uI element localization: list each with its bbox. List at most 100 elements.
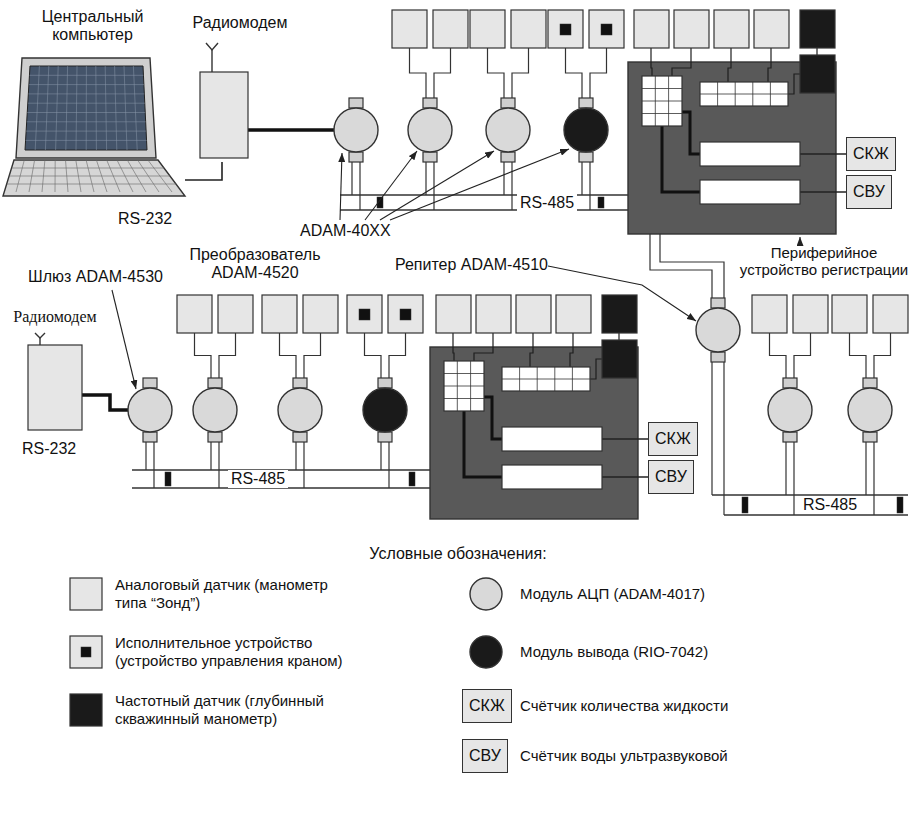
node-text: СКЖ — [853, 145, 889, 163]
keyboard-col — [96, 160, 107, 192]
sensor-wire — [410, 48, 427, 98]
keyboard-col — [117, 160, 133, 192]
screen-grid — [28, 103, 145, 104]
sensor-wire — [590, 48, 607, 98]
analog-sensor — [392, 10, 427, 48]
sensor-wire — [389, 333, 406, 378]
leader-line — [365, 151, 417, 220]
adc-module — [334, 108, 378, 152]
bus-tap — [793, 442, 794, 515]
counter-cable — [602, 476, 648, 477]
screen-grid — [28, 93, 144, 94]
legend-sample — [70, 578, 102, 610]
terminator-resistor — [598, 197, 604, 208]
counter-cable — [800, 153, 846, 154]
module-terminal — [143, 378, 157, 388]
bus-tap — [153, 442, 154, 488]
leader-line — [799, 237, 800, 242]
sensor-wire — [672, 48, 691, 76]
module-terminal — [208, 378, 222, 388]
module-terminal — [293, 432, 307, 442]
sensor-wire — [570, 333, 573, 367]
adc-module — [768, 388, 812, 432]
sensor-wire — [488, 48, 505, 98]
legend-counter-sample: СКЖ — [462, 689, 512, 723]
internal-cable — [662, 126, 700, 192]
bus-tap — [388, 442, 389, 488]
module-terminal — [349, 98, 363, 108]
liquid-counter: СКЖ — [648, 422, 698, 456]
analog-sensor — [634, 10, 669, 48]
bus-tap — [303, 442, 304, 488]
keypad — [642, 76, 682, 126]
sensor-wire — [768, 48, 771, 82]
sensor-wire — [566, 48, 583, 98]
module-terminal — [579, 98, 593, 108]
analog-sensor — [752, 295, 787, 333]
rs232-link — [185, 162, 222, 180]
actuator — [388, 295, 423, 333]
node-text: Радиомодем — [190, 14, 290, 32]
keypad-grid — [444, 386, 484, 387]
legend-swatch — [70, 636, 102, 668]
repeater-link — [711, 362, 712, 495]
sensor-wire — [794, 333, 811, 378]
output-module — [564, 108, 608, 152]
keypad-grid — [642, 113, 682, 114]
legend-swatch-mark — [81, 647, 91, 657]
screen-grid — [29, 75, 143, 76]
bus-tap — [218, 442, 219, 488]
internal-cable — [464, 411, 502, 477]
rs485-bus — [340, 209, 628, 210]
module-terminal — [783, 432, 797, 442]
node-text: СВУ — [469, 747, 501, 765]
module-terminal — [711, 352, 725, 362]
analog-sensor — [516, 295, 551, 333]
terminator-resistor — [742, 497, 748, 513]
screen-grid — [56, 66, 59, 150]
adc-module — [408, 108, 452, 152]
adc-module — [278, 388, 322, 432]
bus-tap — [589, 162, 590, 210]
interface-block — [700, 142, 800, 166]
repeater-link — [660, 234, 724, 298]
screen-grid — [27, 121, 146, 122]
keyboard-col — [127, 160, 146, 192]
sensor-wire — [474, 333, 493, 361]
keyboard-col — [86, 160, 94, 192]
rs232-cable — [248, 128, 334, 132]
screen-grid — [105, 66, 106, 150]
liquid-counter: СКЖ — [846, 137, 896, 171]
analog-sensor — [714, 10, 749, 48]
analog-sensor — [832, 295, 867, 333]
node-text: СВУ — [655, 468, 687, 486]
module-terminal — [378, 378, 392, 388]
display — [700, 82, 788, 106]
analog-sensor — [754, 10, 789, 48]
legend-text: Модуль вывода (RIO-7042) — [520, 643, 820, 661]
terminator-resistor — [165, 472, 171, 486]
bus-label: RS-485 — [517, 194, 577, 212]
internal-cable — [682, 112, 700, 154]
legend-sample — [70, 694, 102, 726]
bus-tap — [865, 442, 866, 495]
antenna — [206, 43, 218, 50]
legend-text: Аналоговый датчик (манометр типа “Зонд”) — [115, 576, 350, 612]
analog-sensor — [873, 295, 908, 333]
repeater-module — [696, 308, 740, 352]
peripheral-device — [628, 48, 846, 234]
keypad-grid — [642, 88, 682, 89]
screen-grid — [115, 66, 117, 150]
legend-text: Частотный датчик (глубинный скважинный м… — [115, 692, 350, 728]
terminator-resistor — [409, 472, 415, 486]
legend-text: Счётчик количества жидкости — [520, 697, 820, 715]
legend-counter-sample: СВУ — [462, 739, 508, 773]
actuator — [548, 10, 583, 48]
screen-grid — [29, 84, 144, 85]
interface-block — [700, 180, 800, 204]
module-terminal — [143, 432, 157, 442]
keypad-grid — [444, 398, 484, 399]
frequency-sensor — [800, 10, 835, 48]
display-grid — [700, 94, 788, 95]
sensor-wire — [618, 333, 619, 340]
